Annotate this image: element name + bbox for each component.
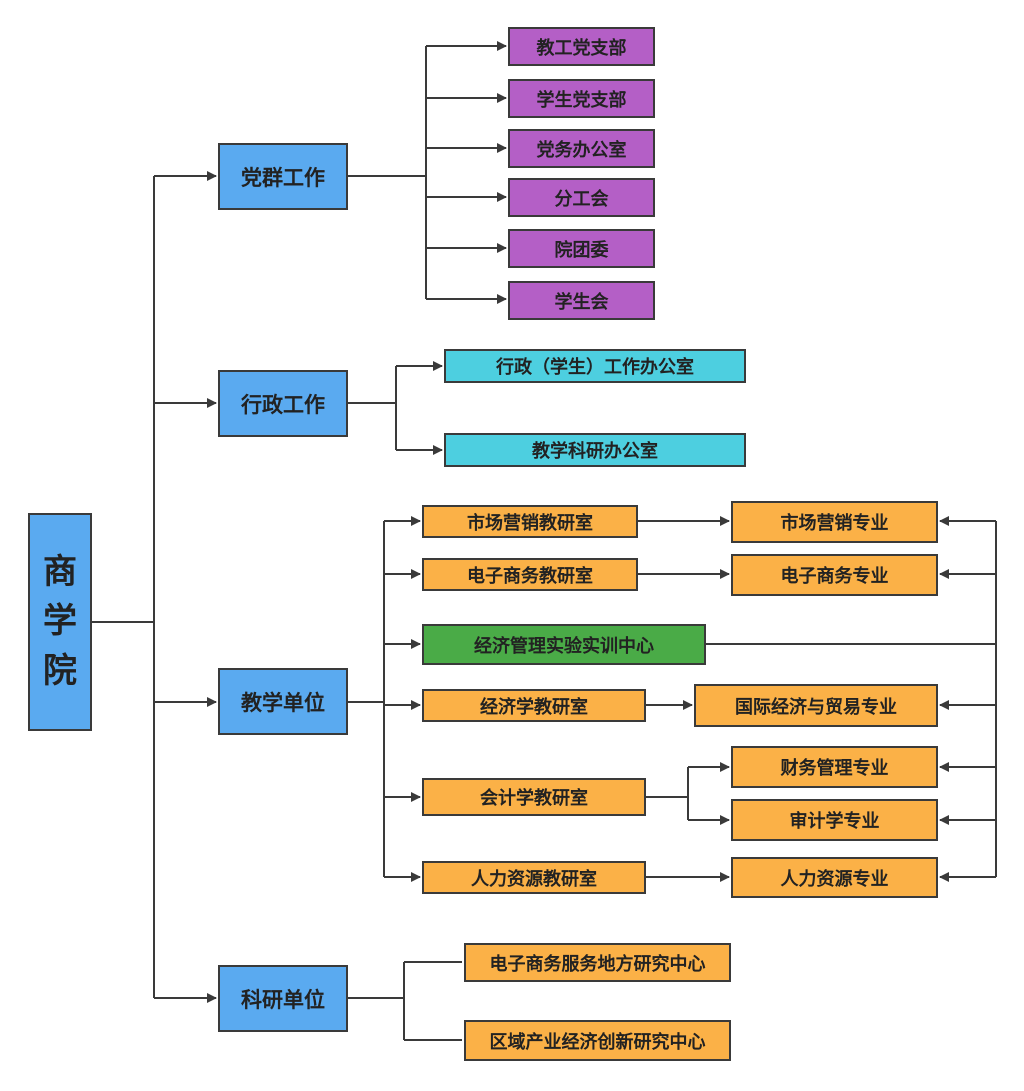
node-hr-office: 人力资源教研室: [422, 861, 646, 894]
node-ecommerce-office: 电子商务教研室: [422, 558, 638, 591]
node-lab-center: 经济管理实验实训中心: [422, 624, 706, 665]
node-party-unit: 学生会: [508, 281, 655, 320]
node-party-unit: 分工会: [508, 178, 655, 217]
node-research-center: 区域产业经济创新研究中心: [464, 1020, 731, 1061]
node-admin-unit: 行政（学生）工作办公室: [444, 349, 746, 383]
node-teaching-units: 教学单位: [218, 668, 348, 735]
node-marketing-office: 市场营销教研室: [422, 505, 638, 538]
root-label-char: 学: [43, 601, 77, 642]
node-party-work: 党群工作: [218, 143, 348, 210]
node-major-marketing: 市场营销专业: [731, 501, 938, 543]
node-accounting-office: 会计学教研室: [422, 778, 646, 816]
root-label-char: 院: [43, 650, 77, 691]
node-party-unit: 学生党支部: [508, 79, 655, 118]
node-major-hr: 人力资源专业: [731, 857, 938, 898]
root-node: 商 学 院: [28, 513, 92, 731]
node-admin-work: 行政工作: [218, 370, 348, 437]
node-research-units: 科研单位: [218, 965, 348, 1032]
node-party-unit: 教工党支部: [508, 27, 655, 66]
node-party-unit: 院团委: [508, 229, 655, 268]
node-major-ecommerce: 电子商务专业: [731, 554, 938, 596]
node-major-audit: 审计学专业: [731, 799, 938, 841]
node-economics-office: 经济学教研室: [422, 689, 646, 722]
node-party-unit: 党务办公室: [508, 129, 655, 168]
node-major-finance: 财务管理专业: [731, 746, 938, 788]
node-major-intl-trade: 国际经济与贸易专业: [694, 684, 938, 727]
node-research-center: 电子商务服务地方研究中心: [464, 943, 731, 982]
node-admin-unit: 教学科研办公室: [444, 433, 746, 467]
root-label-char: 商: [43, 552, 77, 593]
